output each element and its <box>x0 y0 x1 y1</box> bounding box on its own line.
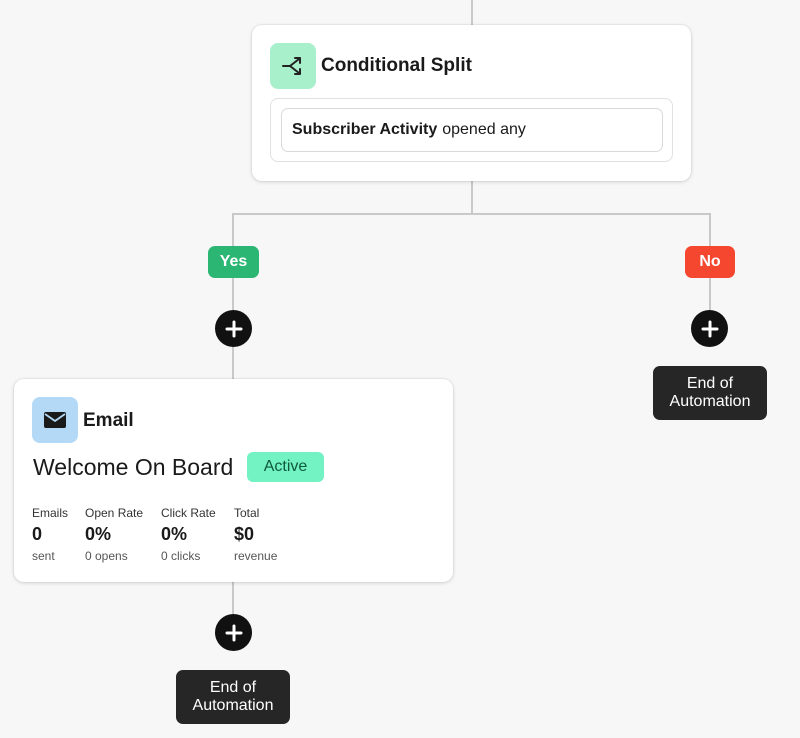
stat-label: Emails <box>32 506 69 520</box>
stat-value: $0 <box>234 524 255 544</box>
stat-value: 0% <box>161 524 188 544</box>
plus-icon <box>225 624 242 641</box>
status-badge: Active <box>247 452 324 482</box>
split-arrows-icon <box>270 43 316 89</box>
connector-branch-horizontal <box>232 213 711 215</box>
stat-total: Total $0 revenue <box>234 506 277 563</box>
connector-split-down <box>471 181 473 214</box>
stat-label: Click Rate <box>161 506 216 520</box>
no-branch-label: No <box>685 246 735 278</box>
condition-field: Subscriber Activity <box>292 121 438 138</box>
connector-yes-down <box>232 213 234 246</box>
email-type-label: Email <box>83 410 134 431</box>
stat-sub: 0 opens <box>85 549 128 563</box>
stat-label: Total <box>234 506 260 520</box>
end-of-automation-no: End of Automation <box>653 366 767 420</box>
end-label-line1: End of <box>209 679 257 696</box>
connector-no-down <box>709 213 711 246</box>
stat-value: 0 <box>32 524 43 544</box>
conditional-split-card[interactable]: Conditional Split Subscriber Activity op… <box>252 25 691 181</box>
split-title: Conditional Split <box>321 55 472 76</box>
condition-container: Subscriber Activity opened any <box>270 98 673 162</box>
connector-email-down <box>232 582 234 614</box>
end-label-line1: End of <box>686 375 734 392</box>
add-step-yes-button[interactable] <box>215 310 252 347</box>
add-step-no-button[interactable] <box>691 310 728 347</box>
plus-icon <box>701 320 718 337</box>
stat-click-rate: Click Rate 0% 0 clicks <box>161 506 216 563</box>
stat-sub: revenue <box>234 549 278 563</box>
condition-operator: opened any <box>442 121 526 138</box>
connector-yes-to-plus <box>232 278 234 310</box>
stat-open-rate: Open Rate 0% 0 opens <box>85 506 143 563</box>
plus-icon <box>225 320 242 337</box>
email-name: Welcome On Board <box>33 454 234 480</box>
end-label-line2: Automation <box>669 393 751 410</box>
connector-plus-to-email <box>232 346 234 379</box>
stat-label: Open Rate <box>85 506 144 520</box>
condition-row[interactable]: Subscriber Activity opened any <box>281 108 663 152</box>
connector-no-to-plus <box>709 278 711 310</box>
connector-top <box>471 0 473 25</box>
stat-emails: Emails 0 sent <box>32 506 68 563</box>
end-of-automation-yes: End of Automation <box>176 670 290 724</box>
add-step-after-email-button[interactable] <box>215 614 252 651</box>
stat-value: 0% <box>85 524 112 544</box>
yes-branch-label: Yes <box>208 246 259 278</box>
envelope-icon <box>32 397 78 443</box>
email-step-card[interactable]: Email Welcome On Board Active Emails 0 s… <box>14 379 453 582</box>
end-label-line2: Automation <box>192 697 274 714</box>
stat-sub: 0 clicks <box>161 549 201 563</box>
stat-sub: sent <box>32 549 55 563</box>
